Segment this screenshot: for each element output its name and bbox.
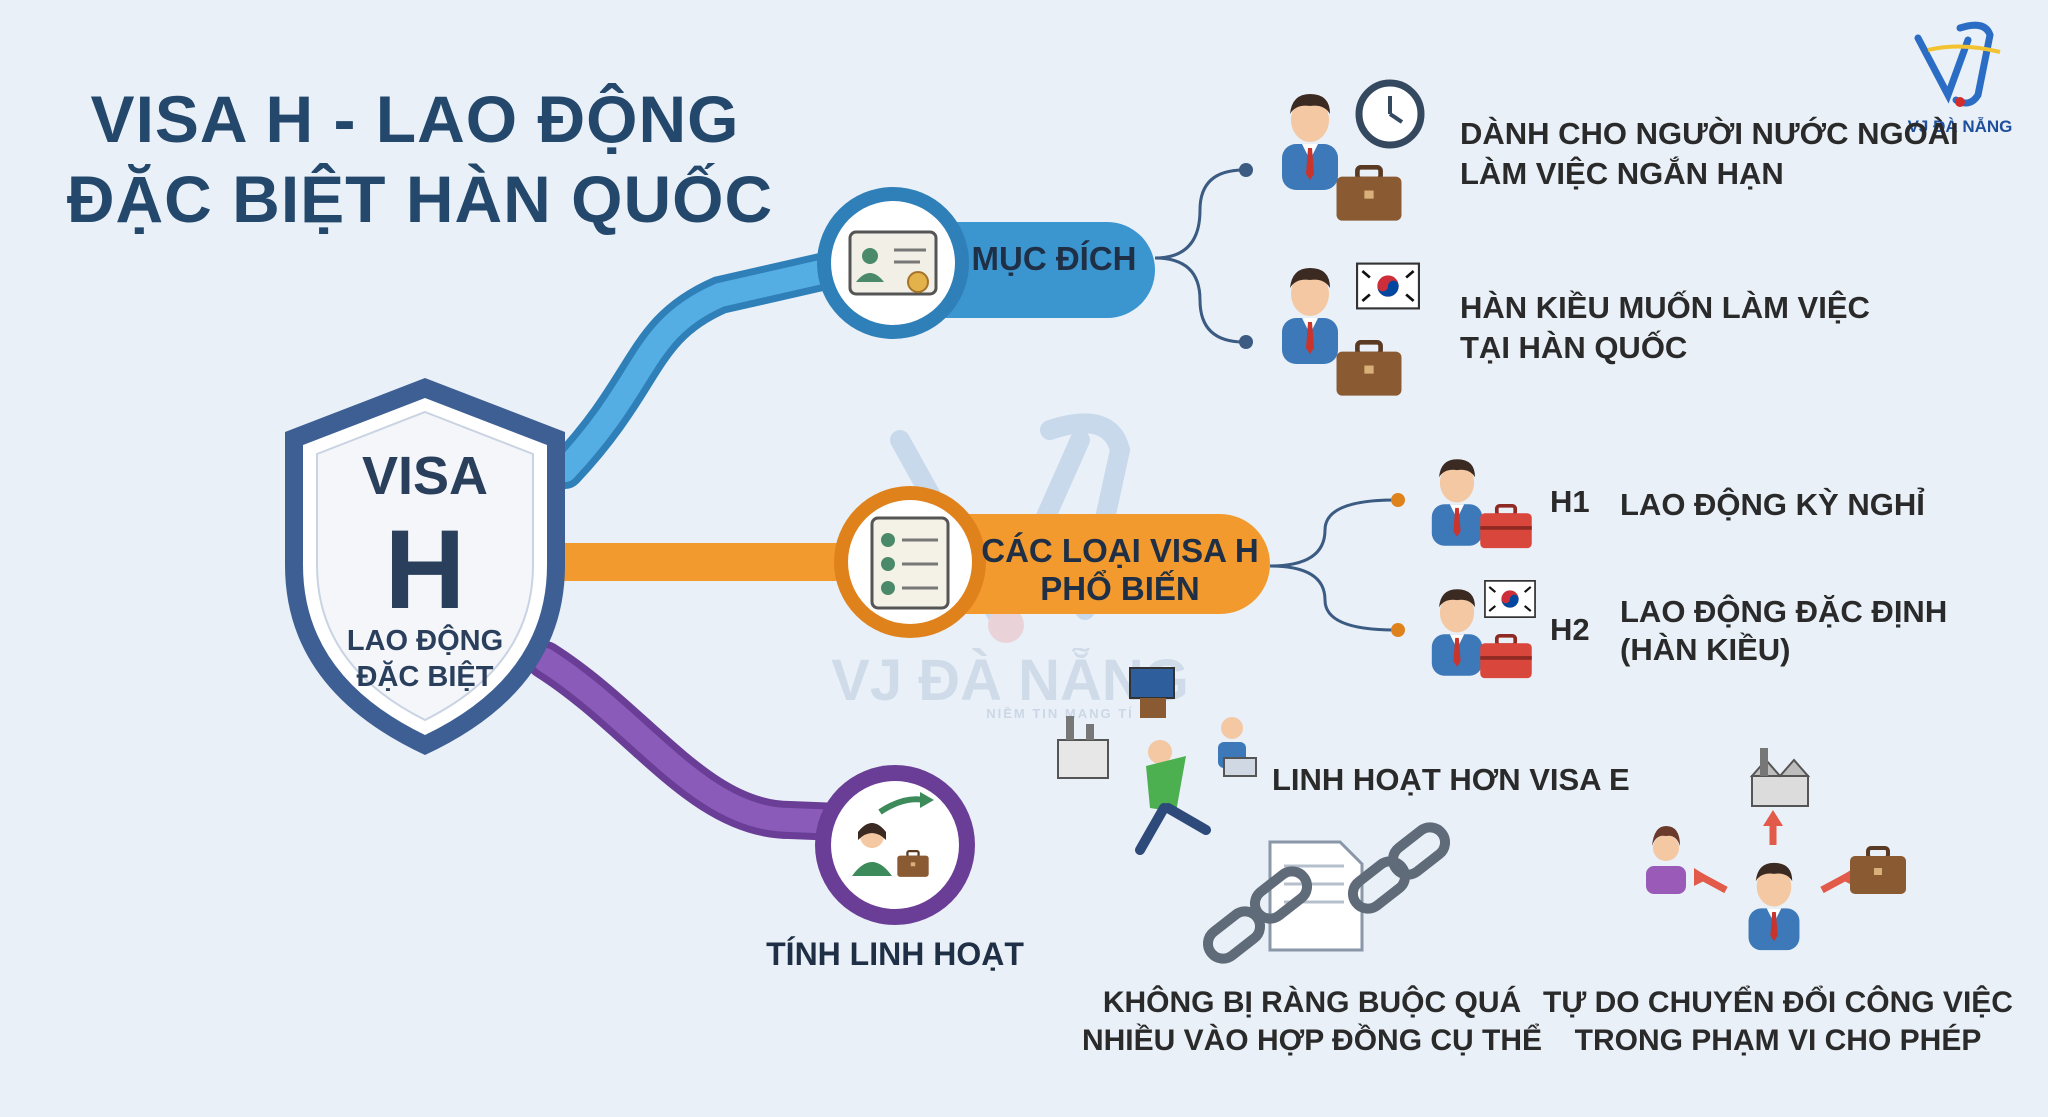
worker-korea-flag-icon	[1282, 262, 1420, 396]
watermark-subtext: NIỀM TIN MANG TÍ	[986, 706, 1134, 721]
flex-item-3-line-1: TỰ DO CHUYỂN ĐỔI CÔNG VIỆC	[1543, 985, 2013, 1019]
worker-toolbox-icon	[1431, 459, 1534, 550]
types-item-2-code: H2	[1550, 612, 1590, 647]
logo-text: VJ ĐÀ NẴNG	[1908, 117, 2013, 136]
vj-logo-icon	[1914, 21, 2001, 107]
document-list-icon	[870, 516, 950, 610]
broken-chain-icon	[1202, 822, 1451, 964]
types-label-line-2: PHỔ BIẾN	[1040, 570, 1200, 607]
types-item-2-line-2: (HÀN KIỀU)	[1620, 632, 1791, 667]
purpose-item-1-line-2: LÀM VIỆC NGẮN HẠN	[1460, 155, 1784, 191]
shield-icon	[285, 378, 565, 755]
purpose-label: MỤC ĐÍCH	[972, 240, 1137, 277]
types-item-2-line-1: LAO ĐỘNG ĐẶC ĐỊNH	[1620, 593, 1947, 629]
title-line-1: VISA H - LAO ĐỘNG	[91, 82, 740, 156]
types-label-line-1: CÁC LOẠI VISA H	[981, 532, 1258, 569]
id-card-icon	[848, 230, 938, 296]
flex-item-2-line-2: NHIỀU VÀO HỢP ĐỒNG CỤ THỂ	[1082, 1023, 1542, 1057]
flex-item-2-line-1: KHÔNG BỊ RÀNG BUỘC QUÁ	[1103, 985, 1521, 1019]
purpose-item-2-line-1: HÀN KIỀU MUỐN LÀM VIỆC	[1460, 289, 1870, 325]
center-h-text: H	[385, 507, 466, 632]
job-switch-icon	[1646, 748, 1908, 951]
center-visa-text: VISA	[362, 446, 488, 506]
worker-korea-flag-icon	[1431, 580, 1536, 680]
person-arrows-icon	[852, 792, 934, 878]
center-line-4: ĐẶC BIỆT	[357, 659, 494, 693]
center-line-3: LAO ĐỘNG	[347, 623, 503, 657]
branch-purpose: MỤC ĐÍCH DÀNH CHO NGƯỜI NƯỚC NGOÀI LÀM V…	[817, 79, 1959, 396]
title-line-2: ĐẶC BIỆT HÀN QUỐC	[67, 162, 773, 236]
purpose-item-1-line-1: DÀNH CHO NGƯỜI NƯỚC NGOÀI	[1460, 115, 1959, 151]
flexibility-label: TÍNH LINH HOẠT	[766, 936, 1024, 972]
types-item-1-code: H1	[1550, 484, 1590, 519]
running-person-icon	[1057, 667, 1257, 855]
types-item-1-line-1: LAO ĐỘNG KỲ NGHỈ	[1620, 486, 1925, 522]
worker-clock-icon	[1282, 79, 1425, 221]
flex-item-1-line-1: LINH HOẠT HƠN VISA E	[1272, 762, 1630, 797]
branch-flexibility: TÍNH LINH HOẠT LINH HOẠT HƠN VISA E	[766, 667, 2013, 1057]
purpose-item-2-line-2: TẠI HÀN QUỐC	[1460, 329, 1687, 365]
branch-types: CÁC LOẠI VISA H PHỔ BIẾN H1 LAO ĐỘNG KỲ …	[834, 459, 1947, 680]
flex-item-3-line-2: TRONG PHẠM VI CHO PHÉP	[1575, 1023, 1982, 1057]
